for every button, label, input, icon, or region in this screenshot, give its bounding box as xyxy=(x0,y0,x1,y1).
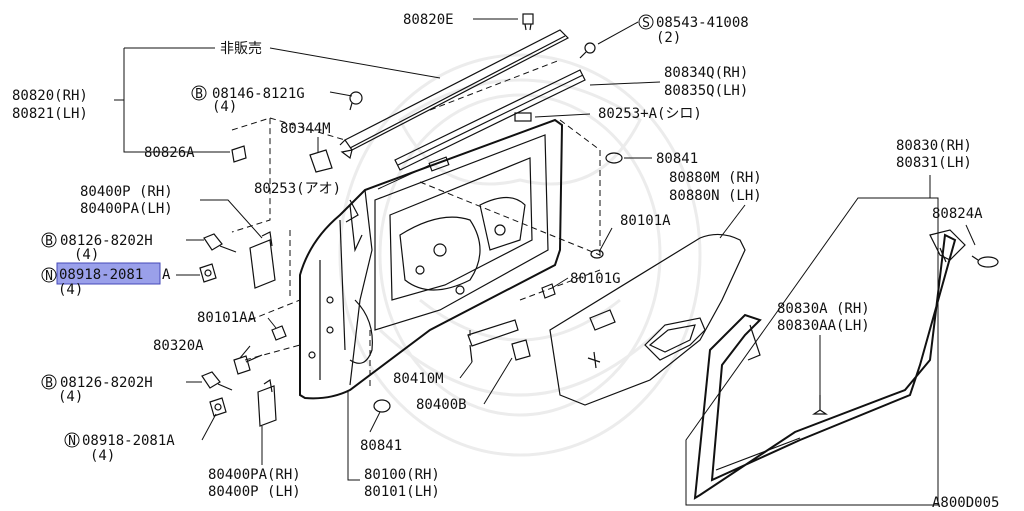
weatherstrip-box xyxy=(685,197,939,506)
label-08126-top-qty: (4) xyxy=(74,247,99,263)
label-80841-top[interactable]: 80841 xyxy=(656,151,698,167)
selected-part-highlight[interactable] xyxy=(56,262,161,285)
label-08146-qty: (4) xyxy=(212,99,237,115)
clip-80824a xyxy=(971,255,999,268)
label-80400pa-rh[interactable]: 80400PA(RH) xyxy=(208,467,301,483)
door-shell xyxy=(299,118,564,400)
label-80410m[interactable]: 80410M xyxy=(393,371,444,387)
label-08126-bottom[interactable]: 08126-8202H xyxy=(60,375,153,391)
part-labels: 80820E 08543-41008 (2) 非販売 80834Q(RH) 80… xyxy=(12,12,999,511)
badge-s-08543: S xyxy=(638,14,654,31)
hinge-nut-upper xyxy=(199,263,217,283)
badge-b-08146: B xyxy=(191,85,207,102)
label-08543-qty: (2) xyxy=(656,30,681,46)
label-08918-highlighted[interactable]: 08918-2081 xyxy=(59,267,143,283)
bolt-80400b xyxy=(511,339,531,361)
label-80830aa[interactable]: 80830AA(LH) xyxy=(777,318,870,334)
label-80101aa[interactable]: 80101AA xyxy=(197,310,257,326)
svg-text:B: B xyxy=(195,87,203,102)
label-80101-lh[interactable]: 80101(LH) xyxy=(364,484,440,500)
label-80834q[interactable]: 80834Q(RH) xyxy=(664,65,748,81)
label-08126-bottom-qty: (4) xyxy=(58,389,83,405)
bracket-80344m xyxy=(309,149,333,173)
diagram-id: A800D005 xyxy=(932,495,999,511)
lower-hinge-80400pa xyxy=(257,378,277,427)
label-08918-bottom-qty: (4) xyxy=(90,448,115,464)
badge-b-08126-top: B xyxy=(41,232,57,249)
badge-n-08918-top: N xyxy=(41,267,57,284)
label-80826a[interactable]: 80826A xyxy=(144,145,195,161)
label-80841-bottom[interactable]: 80841 xyxy=(360,438,402,454)
watermark-emblem xyxy=(338,53,702,457)
hinge-bolt-lower xyxy=(201,371,233,391)
label-80830a[interactable]: 80830A (RH) xyxy=(777,301,870,317)
svg-text:B: B xyxy=(45,376,53,391)
label-80880m[interactable]: 80880M (RH) xyxy=(669,170,762,186)
hinge-nut-lower xyxy=(209,397,227,417)
label-80101a[interactable]: 80101A xyxy=(620,213,671,229)
svg-text:N: N xyxy=(68,434,76,449)
badge-b-08126-bottom: B xyxy=(41,374,57,391)
label-80400p-top[interactable]: 80400P (RH) xyxy=(80,184,173,200)
label-08543[interactable]: 08543-41008 xyxy=(656,15,749,31)
label-80820-rh[interactable]: 80820(RH) xyxy=(12,88,88,104)
plug-80101a xyxy=(590,249,604,259)
label-80820e[interactable]: 80820E xyxy=(403,12,454,28)
label-80821-lh[interactable]: 80821(LH) xyxy=(12,106,88,122)
label-80400p-lh[interactable]: 80400P (LH) xyxy=(208,484,301,500)
upper-hinge-80400p xyxy=(249,231,276,289)
check-link-80410m xyxy=(467,319,519,363)
leader-lines xyxy=(114,18,976,481)
label-80400b[interactable]: 80400B xyxy=(416,397,467,413)
clip-80826a xyxy=(231,145,247,163)
label-80835q[interactable]: 80835Q(LH) xyxy=(664,83,748,99)
label-80253a[interactable]: 80253+A(シロ) xyxy=(598,106,702,122)
label-80824a[interactable]: 80824A xyxy=(932,206,983,222)
label-80100-rh[interactable]: 80100(RH) xyxy=(364,467,440,483)
window-sash-moulding xyxy=(339,29,586,171)
label-80400pa-top[interactable]: 80400PA(LH) xyxy=(80,201,173,217)
sealing-screen-80880m xyxy=(549,233,746,406)
label-80830-rh[interactable]: 80830(RH) xyxy=(896,138,972,154)
label-80101g[interactable]: 80101G xyxy=(570,271,621,287)
label-08126-top[interactable]: 08126-8202H xyxy=(60,233,153,249)
label-80253-ao[interactable]: 80253(アオ) xyxy=(254,181,341,197)
label-08918-hl-qty: (4) xyxy=(58,282,83,298)
svg-text:S: S xyxy=(642,16,650,31)
clip-80820e xyxy=(522,13,534,31)
bolt-80101g xyxy=(541,283,556,299)
label-08918-bottom[interactable]: 08918-2081A xyxy=(82,433,175,449)
hinge-bolt-upper xyxy=(203,233,237,253)
bolt-08146 xyxy=(349,91,363,111)
label-08918-suffix: A xyxy=(162,267,171,283)
plug-80841-bottom xyxy=(373,399,391,413)
bolt-80320a xyxy=(233,354,263,375)
svg-text:N: N xyxy=(45,269,53,284)
label-tag-80253a xyxy=(514,112,532,122)
label-80880n[interactable]: 80880N (LH) xyxy=(669,188,762,204)
svg-text:B: B xyxy=(45,234,53,249)
label-08146[interactable]: 08146-8121G xyxy=(212,86,305,102)
label-80831-lh[interactable]: 80831(LH) xyxy=(896,155,972,171)
badge-n-08918-bottom: N xyxy=(64,432,80,449)
plug-80841-top xyxy=(605,152,623,164)
label-80320a[interactable]: 80320A xyxy=(153,338,204,354)
door-weatherstrip-80830 xyxy=(693,229,966,500)
label-80344m[interactable]: 80344M xyxy=(280,121,331,137)
screw-08543 xyxy=(579,42,596,59)
label-not-for-sale: 非販売 xyxy=(220,41,262,57)
bolt-80101aa xyxy=(271,325,287,341)
